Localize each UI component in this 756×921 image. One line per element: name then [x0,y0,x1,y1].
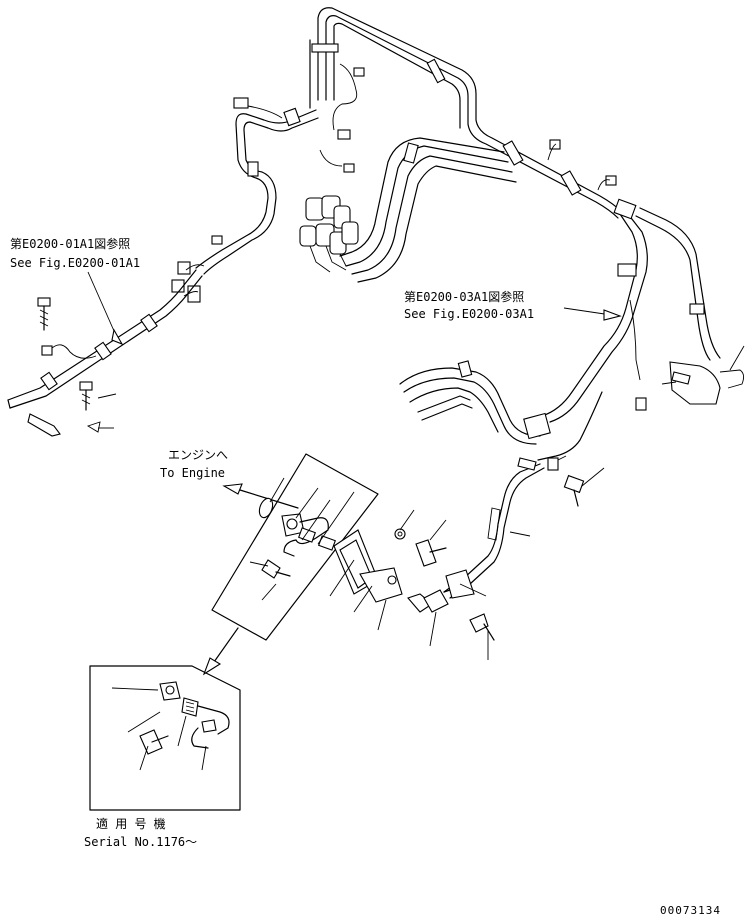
serial-label-en: Serial No.1176～ [84,835,197,849]
sensor-harness [443,391,605,599]
right-ref-en: See Fig.E0200-03A1 [404,307,534,321]
upper-harness-loop [309,7,623,219]
engine-sensor-assembly [211,453,379,641]
mounting-plate [329,509,447,631]
serial-label-jp: 適 用 号 機 [96,816,166,831]
lower-thick-cables [399,360,551,445]
left-ref-en: See Fig.E0200-01A1 [10,256,140,270]
engine-label-en: To Engine [160,466,225,480]
reference-leaders [87,271,622,346]
detail-box [89,627,241,811]
drawing-number: 00073134 [660,904,721,917]
sensor-probe [407,569,495,660]
left-harness-branch [171,97,319,303]
left-lower-harness [7,269,203,437]
left-ref-jp: 第E0200-01A1図参照 [10,236,130,251]
right-ref-jp: 第E0200-03A1図参照 [404,289,524,304]
connector-cluster [299,195,359,273]
center-cables [299,137,517,283]
engine-label-jp: エンジンへ [168,448,228,462]
right-harness [541,198,745,423]
